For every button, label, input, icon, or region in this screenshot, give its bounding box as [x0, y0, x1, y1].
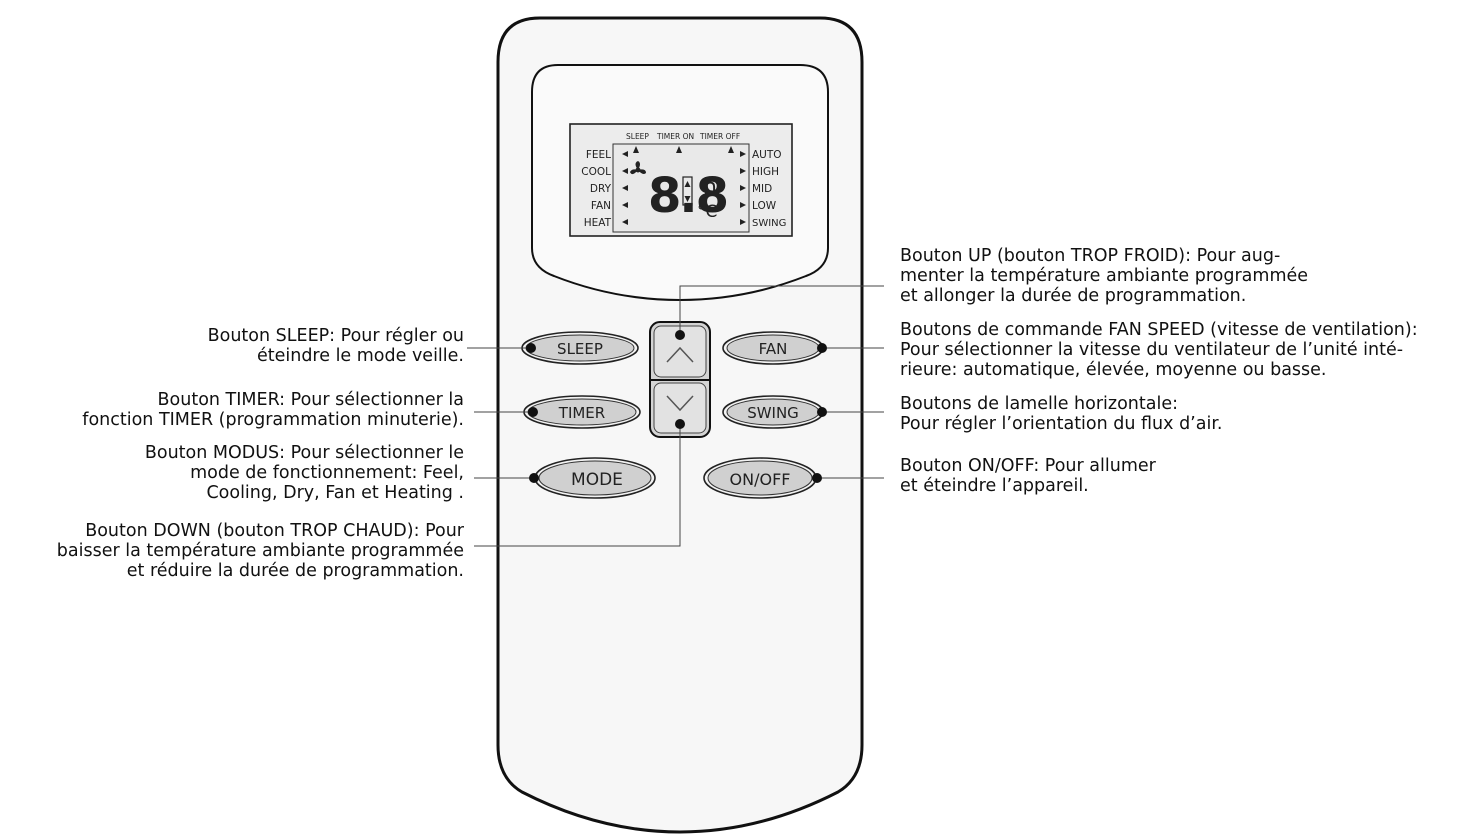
caption-mode: Bouton MODUS: Pour sélectionner le mode …	[145, 443, 464, 503]
caption-onoff-line-1: Bouton ON/OFF: Pour allumer	[900, 456, 1156, 476]
caption-timer-line-2: fonction TIMER (programmation minuterie)…	[82, 410, 464, 430]
caption-up: Bouton UP (bouton TROP FROID): Pour aug-…	[900, 246, 1308, 306]
caption-up-line-1: Bouton UP (bouton TROP FROID): Pour aug-	[900, 246, 1281, 266]
timer-button[interactable]: TIMER	[523, 395, 641, 429]
lcd-temp-adjust-box	[682, 176, 693, 206]
swing-button[interactable]: SWING	[722, 395, 824, 429]
caption-swing-line-2: Pour régler l’orientation du flux d’air.	[900, 414, 1223, 434]
caption-timer-line-1: Bouton TIMER: Pour sélectionner la	[157, 390, 464, 410]
caption-swing-line-1: Boutons de lamelle horizontale:	[900, 394, 1178, 414]
leader-dots	[526, 330, 827, 483]
caption-sleep: Bouton SLEEP: Pour régler ou éteindre le…	[208, 326, 464, 366]
caption-mode-line-2: mode de fonctionnement: Feel,	[190, 463, 464, 483]
caption-timer: Bouton TIMER: Pour sélectionner la fonct…	[82, 390, 464, 430]
chevron-up-icon	[666, 346, 694, 363]
caption-onoff: Bouton ON/OFF: Pour allumer et éteindre …	[900, 456, 1156, 496]
caption-down: Bouton DOWN (bouton TROP CHAUD): Pour ba…	[57, 521, 464, 581]
lcd-mode-heat: HEAT	[584, 217, 612, 229]
caption-fan-line-2: Pour sélectionner la vitesse du ventilat…	[900, 340, 1404, 360]
lcd-mode-feel: FEEL	[586, 149, 611, 161]
lcd-temp-down-icon	[684, 196, 691, 202]
lcd-label-sleep: SLEEP	[626, 132, 649, 141]
caption-down-line-3: et réduire la durée de programmation.	[126, 561, 464, 581]
lcd-label-timer-off: TIMER OFF	[699, 132, 740, 141]
lcd-mode-cool: COOL	[581, 166, 611, 178]
lcd-unit-temp: °C	[697, 202, 717, 222]
caption-down-line-2: baisser la température ambiante programm…	[56, 541, 464, 561]
lcd-mode-dry: DRY	[590, 183, 612, 195]
onoff-button-label: ON/OFF	[730, 470, 791, 489]
lcd-fan-auto: AUTO	[752, 149, 782, 161]
caption-sleep-line-1: Bouton SLEEP: Pour régler ou	[207, 326, 464, 346]
lcd-fan-high: HIGH	[752, 166, 779, 178]
leader-lines	[467, 285, 884, 547]
lcd-temp-up-icon	[684, 181, 691, 187]
lcd-unit-hour: h	[703, 175, 717, 200]
fan-button-label: FAN	[759, 340, 788, 358]
onoff-button[interactable]: ON/OFF	[703, 457, 817, 499]
lcd-fan-mid: MID	[752, 183, 772, 195]
fan-icon	[630, 161, 646, 175]
sleep-button[interactable]: SLEEP	[521, 331, 639, 365]
caption-up-line-2: menter la température ambiante programmé…	[900, 266, 1309, 286]
mode-button-label: MODE	[571, 470, 623, 490]
caption-fan-line-3: rieure: automatique, élevée, moyenne ou …	[900, 360, 1327, 380]
sleep-button-label: SLEEP	[557, 340, 603, 358]
chevron-down-icon	[666, 395, 694, 412]
lcd-arrow-indicators	[622, 146, 746, 225]
caption-sleep-line-2: éteindre le mode veille.	[256, 346, 464, 366]
caption-down-line-1: Bouton DOWN (bouton TROP CHAUD): Pour	[85, 521, 464, 541]
caption-onoff-line-2: et éteindre l’appareil.	[900, 476, 1089, 496]
caption-fan-line-1: Boutons de commande FAN SPEED (vitesse d…	[900, 320, 1418, 340]
caption-up-line-3: et allonger la durée de programmation.	[900, 286, 1247, 306]
caption-swing: Boutons de lamelle horizontale: Pour rég…	[900, 394, 1222, 434]
caption-mode-line-1: Bouton MODUS: Pour sélectionner le	[144, 443, 464, 463]
timer-button-label: TIMER	[558, 404, 605, 422]
lcd-mode-fan: FAN	[591, 200, 611, 212]
lcd-swing: SWING	[752, 218, 786, 229]
lcd-label-timer-on: TIMER ON	[656, 132, 694, 141]
lcd-inner	[612, 143, 750, 233]
fan-button[interactable]: FAN	[722, 331, 824, 365]
swing-button-label: SWING	[747, 404, 799, 422]
caption-mode-line-3: Cooling, Dry, Fan et Heating .	[206, 483, 464, 503]
caption-fan: Boutons de commande FAN SPEED (vitesse d…	[900, 320, 1418, 380]
mode-button[interactable]: MODE	[534, 457, 656, 499]
lcd-fan-low: LOW	[752, 200, 777, 212]
